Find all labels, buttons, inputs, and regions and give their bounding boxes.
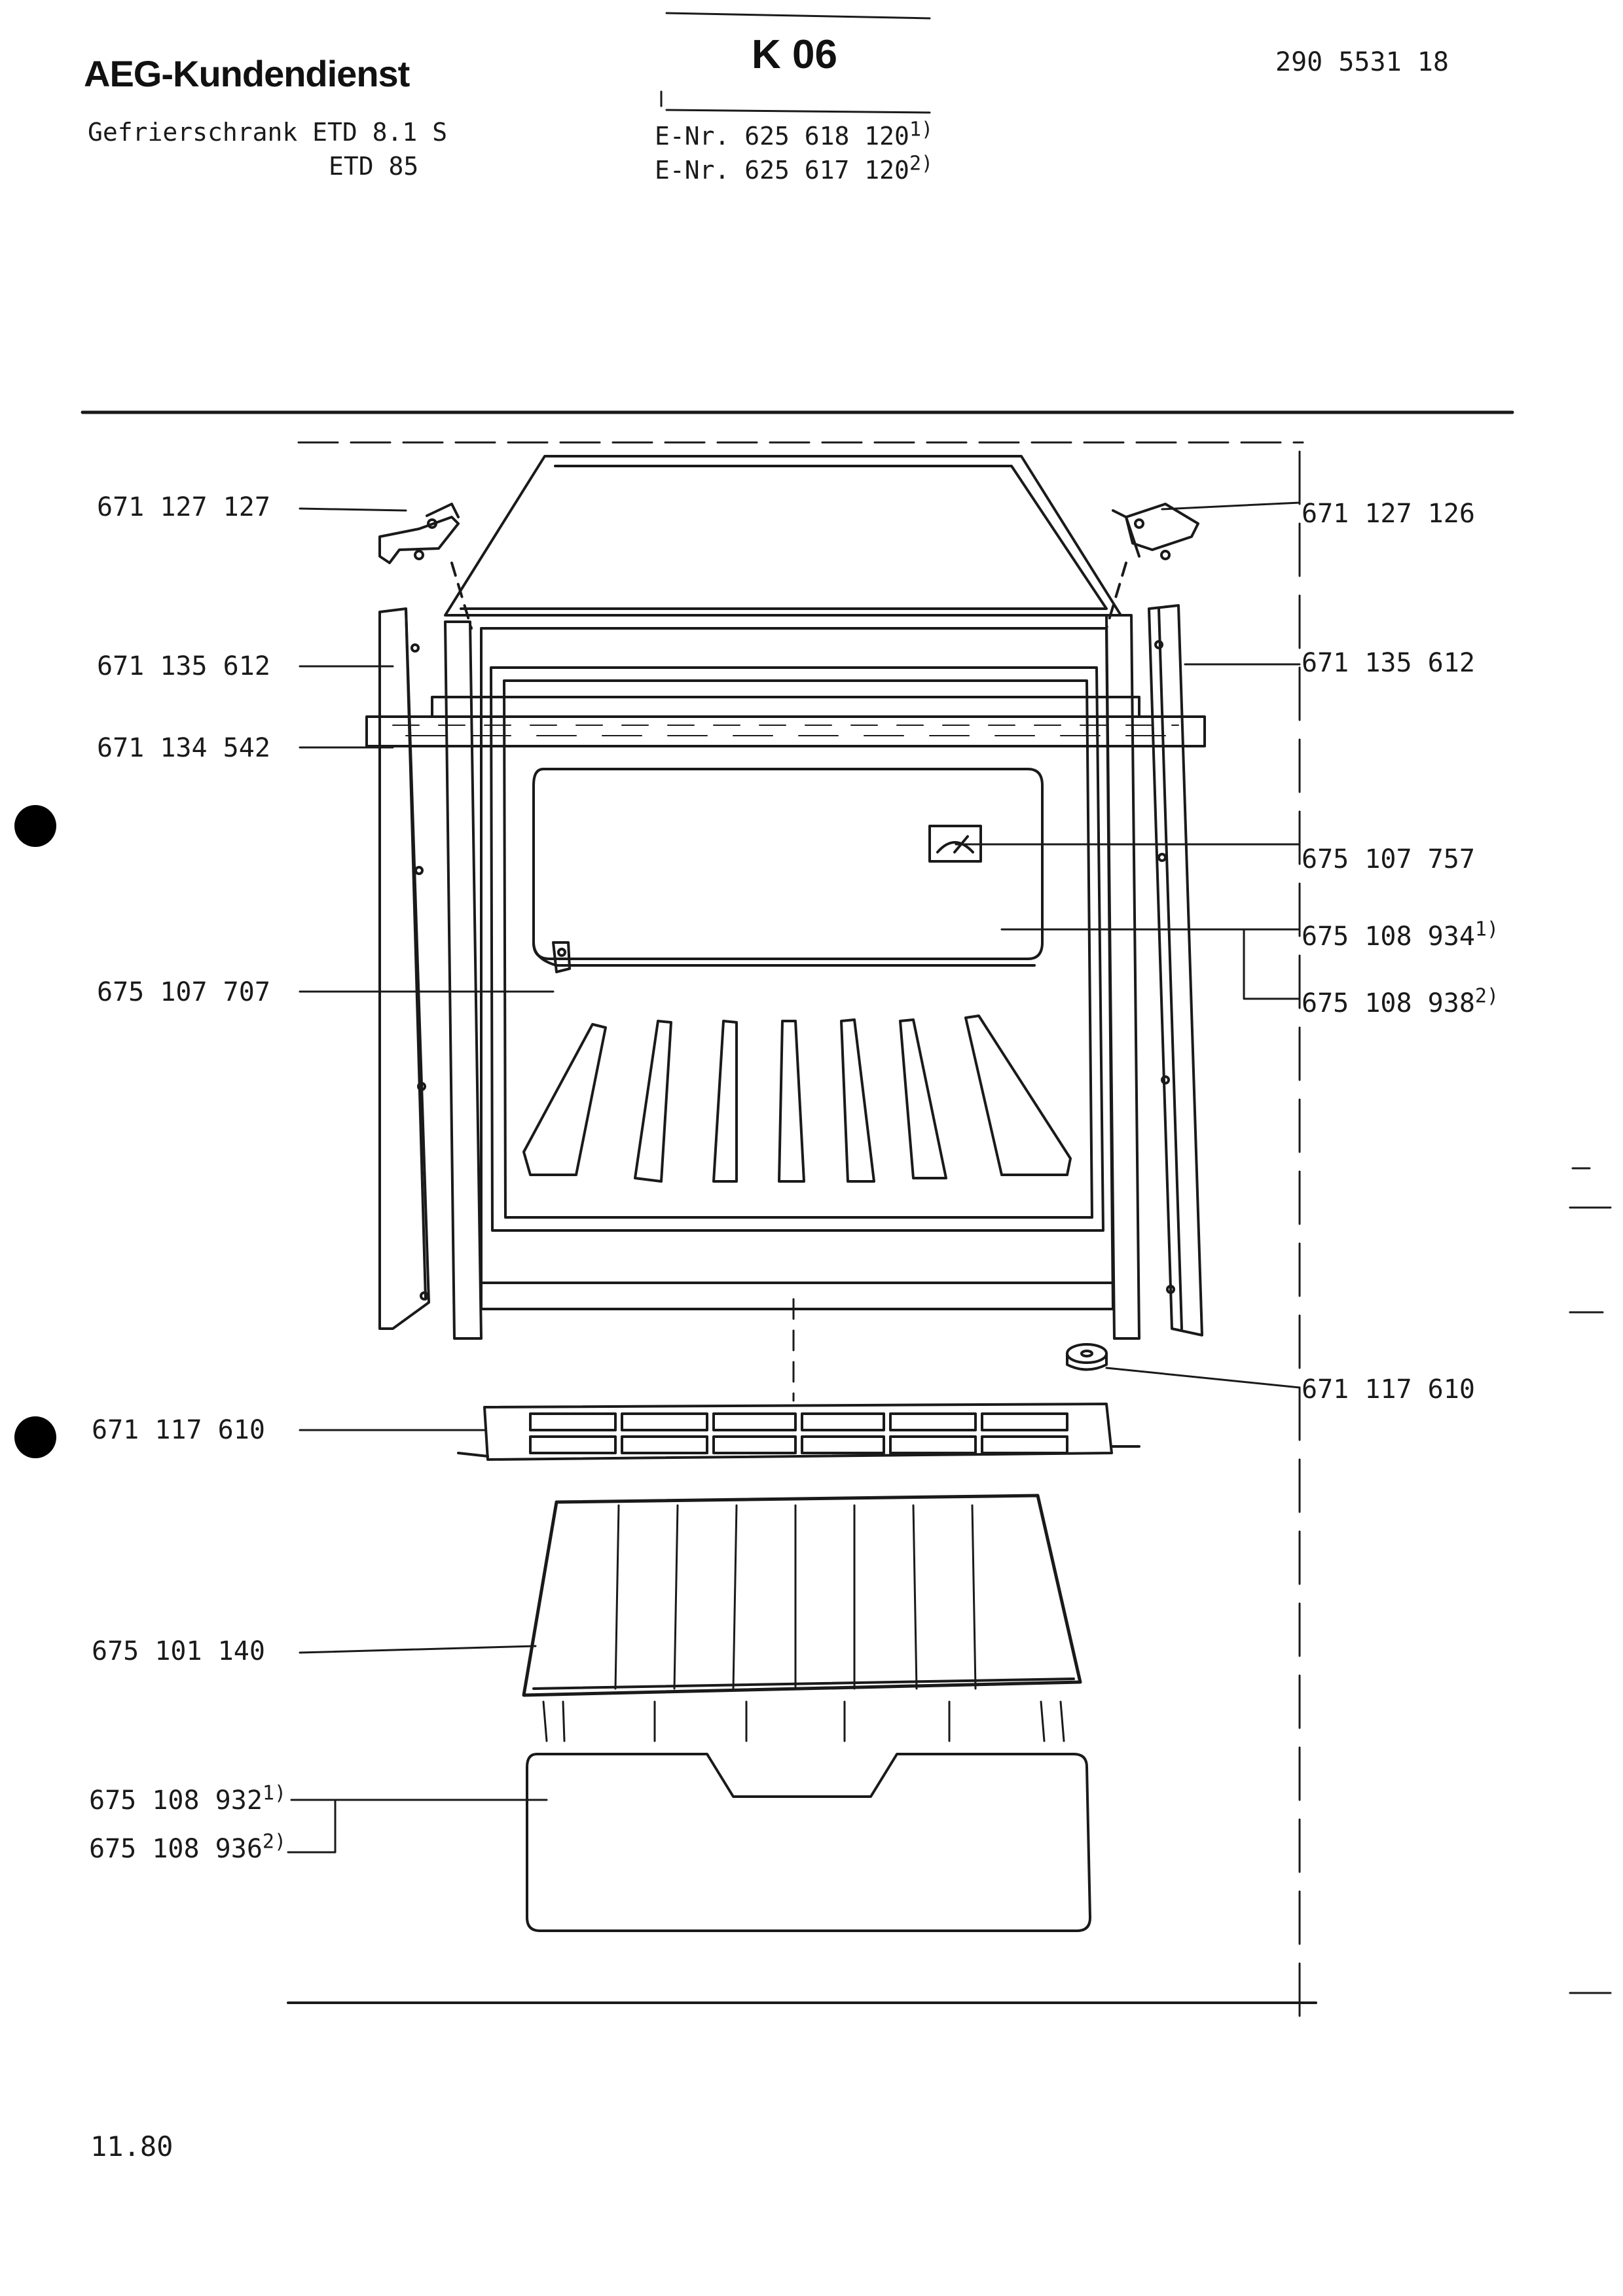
bullet-mark [14, 1416, 56, 1458]
part-label: 675 107 757 [1302, 844, 1475, 874]
wire-basket [522, 1494, 1082, 1742]
bullet-mark [14, 805, 56, 847]
latch-part [552, 941, 571, 973]
part-label: 671 127 126 [1302, 499, 1475, 529]
issue-date: 11.80 [90, 2130, 173, 2162]
header-decoration [660, 12, 931, 114]
part-label: 675 107 707 [97, 977, 270, 1007]
brand-title: AEG-Kundendienst [84, 53, 410, 94]
part-label: 671 117 610 [92, 1415, 265, 1445]
evaporator-panel [532, 768, 1044, 967]
part-label: 671 134 542 [97, 733, 270, 763]
part-label: 675 108 9341) [1302, 918, 1499, 952]
side-rail-right [1148, 604, 1203, 1336]
part-label: 675 101 140 [92, 1636, 265, 1666]
document-code: K 06 [752, 32, 837, 77]
adjustable-foot [1066, 1343, 1108, 1371]
hinge-bracket-right [1105, 503, 1199, 630]
ventilation-grille [457, 1403, 1140, 1461]
margin-ticks [1569, 1167, 1612, 1994]
product-line-1: Gefrierschrank ETD 8.1 S [88, 118, 448, 147]
part-label: 671 117 610 [1302, 1374, 1475, 1405]
document-number: 290 5531 18 [1275, 47, 1449, 77]
part-label: 671 135 612 [1302, 648, 1475, 678]
front-crossbar [365, 696, 1206, 747]
freezer-drawer [526, 1753, 1091, 1932]
part-label: 675 108 9382) [1302, 984, 1499, 1018]
part-label: 671 135 612 [97, 651, 270, 681]
cabinet-body [480, 627, 1114, 1310]
shelf-ribs [522, 1014, 1072, 1183]
product-line-2: ETD 85 [329, 152, 419, 181]
inner-post-left [444, 620, 483, 1340]
part-label: 671 127 127 [97, 492, 270, 522]
part-label: 675 108 9321) [89, 1782, 287, 1816]
side-rail-left [378, 607, 430, 1330]
e-number-2: E-Nr. 625 617 1202) [655, 152, 934, 185]
leader-lines [287, 501, 1301, 1854]
e-number-1: E-Nr. 625 618 1201) [655, 118, 934, 151]
hinge-bracket-left [378, 503, 473, 630]
cabinet-top-panel [444, 455, 1122, 617]
part-label: 675 108 9362) [89, 1830, 287, 1864]
